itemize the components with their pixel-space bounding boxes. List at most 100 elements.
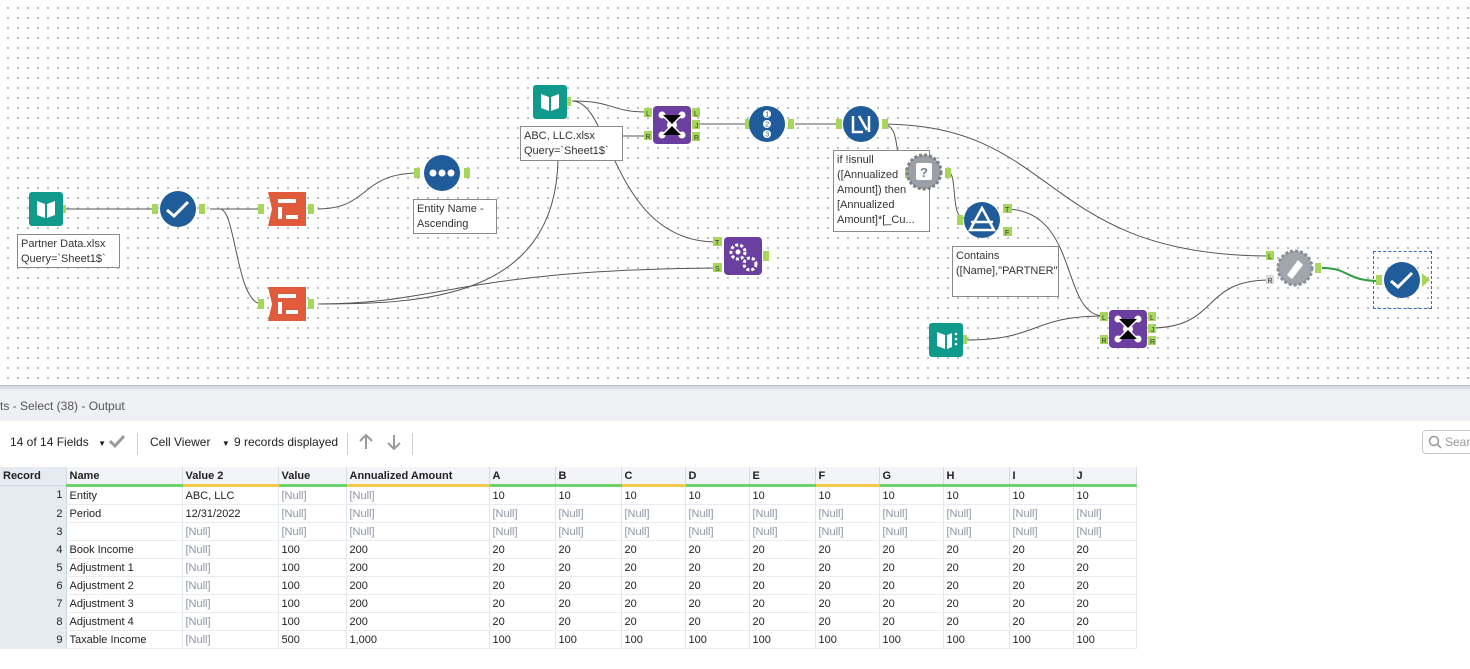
table-cell[interactable]: 20 bbox=[815, 558, 880, 577]
table-cell[interactable]: [Null] bbox=[943, 522, 1010, 541]
record-number[interactable]: 9 bbox=[0, 630, 67, 649]
apply-check-icon[interactable] bbox=[108, 432, 126, 453]
table-cell[interactable]: 20 bbox=[943, 540, 1010, 559]
table-cell[interactable]: 20 bbox=[749, 558, 816, 577]
table-cell[interactable]: [Null] bbox=[815, 504, 880, 523]
table-cell[interactable]: 20 bbox=[749, 612, 816, 631]
table-cell[interactable]: 20 bbox=[685, 612, 750, 631]
select-tool-1[interactable] bbox=[152, 190, 212, 233]
table-cell[interactable]: [Null] bbox=[685, 504, 750, 523]
table-cell[interactable]: 20 bbox=[1009, 612, 1074, 631]
column-header[interactable]: D bbox=[685, 467, 750, 487]
table-cell[interactable]: 10 bbox=[943, 485, 1010, 505]
table-cell[interactable]: 100 bbox=[278, 540, 347, 559]
table-cell[interactable]: 20 bbox=[621, 558, 686, 577]
table-cell[interactable]: 20 bbox=[815, 594, 880, 613]
table-cell[interactable]: 100 bbox=[815, 630, 880, 649]
table-cell[interactable]: 20 bbox=[749, 594, 816, 613]
table-cell[interactable]: 20 bbox=[749, 540, 816, 559]
table-cell[interactable]: 200 bbox=[346, 540, 490, 559]
record-number[interactable]: 2 bbox=[0, 504, 67, 523]
column-header[interactable]: Name bbox=[66, 467, 183, 487]
table-cell[interactable]: Adjustment 2 bbox=[66, 576, 183, 595]
table-cell[interactable]: 20 bbox=[621, 612, 686, 631]
panel-splitter[interactable] bbox=[0, 385, 1470, 390]
table-cell[interactable]: 20 bbox=[685, 576, 750, 595]
table-cell[interactable]: 200 bbox=[346, 576, 490, 595]
column-header[interactable]: H bbox=[943, 467, 1010, 487]
table-cell[interactable]: 20 bbox=[1073, 594, 1137, 613]
table-cell[interactable]: Adjustment 3 bbox=[66, 594, 183, 613]
fields-dropdown[interactable]: 14 of 14 Fields ▼ bbox=[10, 435, 106, 449]
table-cell[interactable]: 12/31/2022 bbox=[182, 504, 279, 523]
table-cell[interactable]: 20 bbox=[555, 594, 622, 613]
table-cell[interactable]: 20 bbox=[555, 540, 622, 559]
table-cell[interactable]: [Null] bbox=[879, 522, 944, 541]
table-cell[interactable]: 20 bbox=[1073, 558, 1137, 577]
column-header[interactable]: B bbox=[555, 467, 622, 487]
table-cell[interactable]: [Null] bbox=[1073, 504, 1137, 523]
table-cell[interactable]: 20 bbox=[685, 558, 750, 577]
join-tool-2[interactable]: L R L J R bbox=[1100, 309, 1160, 354]
record-number[interactable]: 5 bbox=[0, 558, 67, 577]
table-cell[interactable]: [Null] bbox=[182, 594, 279, 613]
input-data-tool-3[interactable] bbox=[928, 322, 970, 363]
column-header[interactable]: G bbox=[879, 467, 944, 487]
table-cell[interactable]: [Null] bbox=[815, 522, 880, 541]
results-grid[interactable]: Record Name Value 2 Value Annualized Amo… bbox=[0, 467, 1137, 649]
table-cell[interactable]: [Null] bbox=[621, 504, 686, 523]
column-header[interactable]: J bbox=[1073, 467, 1137, 487]
join-tool-1[interactable]: L R L J R bbox=[644, 105, 704, 150]
table-cell[interactable]: 20 bbox=[943, 558, 1010, 577]
table-cell[interactable]: [Null] bbox=[1073, 522, 1137, 541]
table-cell[interactable]: 100 bbox=[278, 612, 347, 631]
table-cell[interactable]: 1,000 bbox=[346, 630, 490, 649]
table-cell[interactable]: [Null] bbox=[182, 558, 279, 577]
table-cell[interactable]: 20 bbox=[815, 576, 880, 595]
table-cell[interactable]: 20 bbox=[685, 594, 750, 613]
table-cell[interactable]: ABC, LLC bbox=[182, 485, 279, 505]
table-cell[interactable]: 100 bbox=[685, 630, 750, 649]
table-cell[interactable]: Entity bbox=[66, 485, 183, 505]
table-cell[interactable]: 20 bbox=[1073, 540, 1137, 559]
table-cell[interactable]: 20 bbox=[1009, 558, 1074, 577]
filter-tool[interactable]: T F bbox=[957, 200, 1015, 247]
table-cell[interactable]: [Null] bbox=[749, 522, 816, 541]
column-header[interactable]: Value bbox=[278, 467, 347, 487]
table-cell[interactable]: 10 bbox=[749, 485, 816, 505]
table-cell[interactable]: 20 bbox=[555, 576, 622, 595]
table-cell[interactable]: 20 bbox=[879, 612, 944, 631]
table-cell[interactable]: [Null] bbox=[489, 522, 556, 541]
table-cell[interactable]: Period bbox=[66, 504, 183, 523]
table-cell[interactable]: 20 bbox=[879, 594, 944, 613]
column-header[interactable]: Record bbox=[0, 467, 67, 486]
table-cell[interactable]: [Null] bbox=[555, 504, 622, 523]
table-row[interactable]: 3[Null][Null][Null][Null][Null][Null][Nu… bbox=[0, 522, 1137, 541]
table-cell[interactable]: [Null] bbox=[685, 522, 750, 541]
table-cell[interactable]: 20 bbox=[943, 594, 1010, 613]
table-cell[interactable]: 10 bbox=[1073, 485, 1137, 505]
record-number[interactable]: 1 bbox=[0, 485, 67, 505]
table-cell[interactable]: 20 bbox=[555, 558, 622, 577]
formula-tool[interactable] bbox=[836, 105, 890, 150]
record-number[interactable]: 8 bbox=[0, 612, 67, 631]
table-cell[interactable]: 20 bbox=[489, 576, 556, 595]
table-cell[interactable]: 200 bbox=[346, 612, 490, 631]
table-cell[interactable]: [Null] bbox=[346, 485, 490, 505]
table-cell[interactable]: 100 bbox=[621, 630, 686, 649]
table-cell[interactable]: [Null] bbox=[555, 522, 622, 541]
column-header[interactable]: A bbox=[489, 467, 556, 487]
table-cell[interactable]: 20 bbox=[489, 558, 556, 577]
table-cell[interactable]: 100 bbox=[278, 594, 347, 613]
table-cell[interactable]: [Null] bbox=[346, 522, 490, 541]
table-cell[interactable]: 100 bbox=[489, 630, 556, 649]
table-cell[interactable]: 20 bbox=[489, 540, 556, 559]
table-cell[interactable]: 20 bbox=[943, 576, 1010, 595]
union-tool[interactable]: L R bbox=[1266, 248, 1328, 293]
table-cell[interactable]: 100 bbox=[1073, 630, 1137, 649]
table-cell[interactable]: 20 bbox=[685, 540, 750, 559]
table-cell[interactable]: 20 bbox=[1009, 576, 1074, 595]
